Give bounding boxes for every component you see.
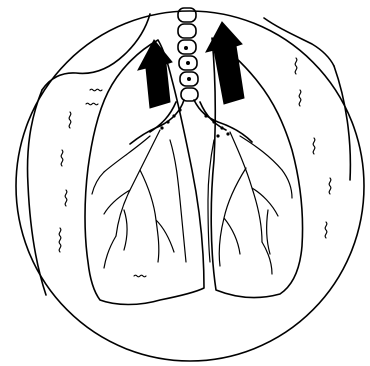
bronchial-tree xyxy=(92,130,292,274)
right-up-arrow xyxy=(206,22,244,104)
circle-frame xyxy=(16,11,364,361)
texture-marks xyxy=(59,58,331,277)
spine xyxy=(178,8,198,101)
left-lung xyxy=(85,40,204,305)
